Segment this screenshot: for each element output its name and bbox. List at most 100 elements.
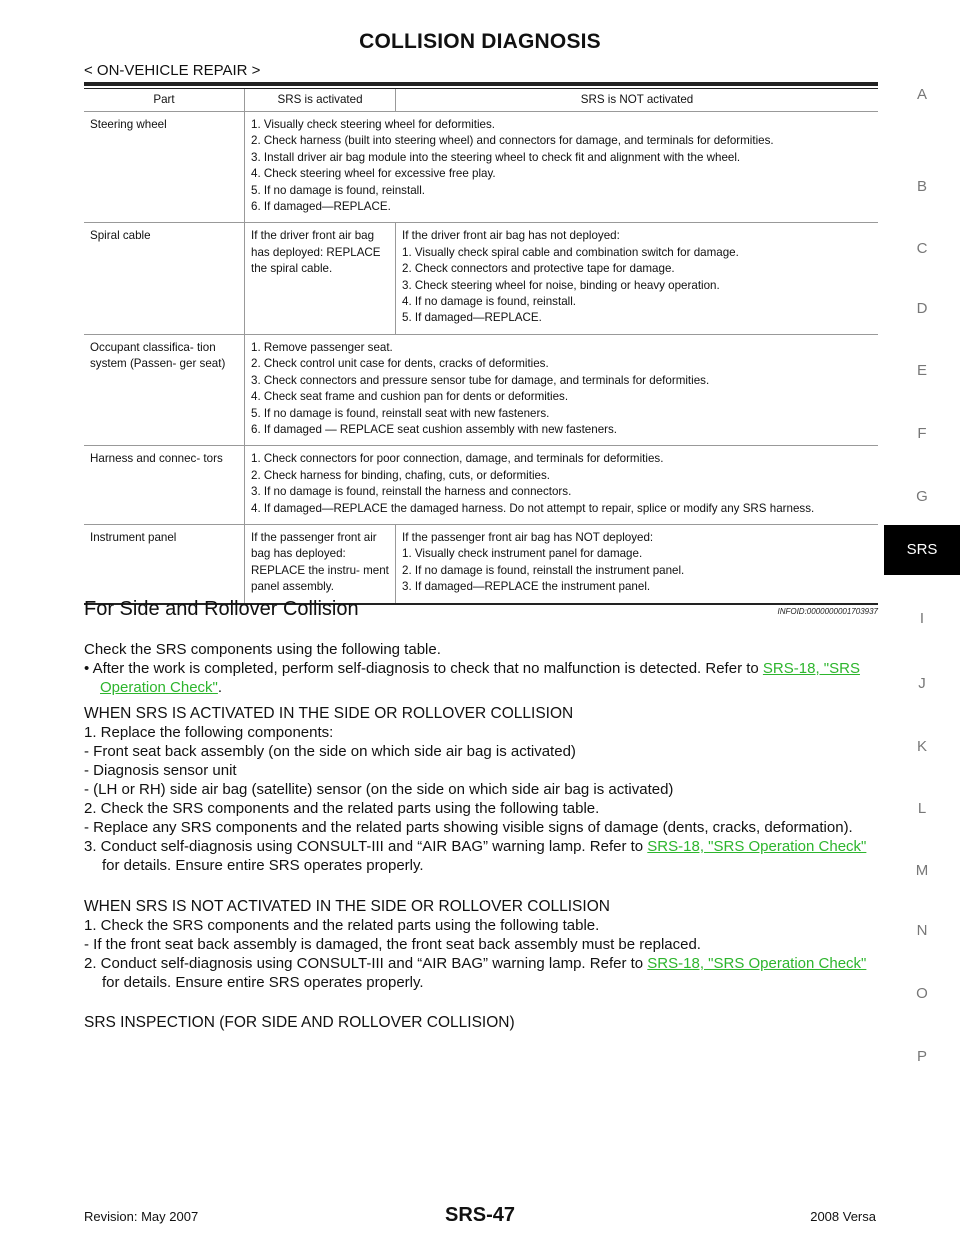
- srs-operation-check-link[interactable]: SRS-18, "SRS Operation Check": [647, 955, 867, 972]
- side-index-letter: K: [916, 738, 927, 755]
- step-item: 2. Check connectors and protective tape …: [402, 262, 675, 276]
- side-index-letter: N: [916, 922, 928, 939]
- activated-block: WHEN SRS IS ACTIVATED IN THE SIDE OR ROL…: [84, 704, 878, 875]
- header-rule: [84, 82, 878, 86]
- step-3-text: 3. Conduct self-diagnosis using CONSULT-…: [84, 838, 648, 855]
- table-row: Occupant classifica- tion system (Passen…: [84, 334, 878, 447]
- steps-cell: If the passenger front air bag has NOT d…: [395, 524, 878, 605]
- step-item: 2. Check harness (built into steering wh…: [251, 134, 774, 148]
- step-item: 4. If damaged—REPLACE the damaged harnes…: [251, 501, 815, 515]
- step-item: 3. If no damage is found, reinstall the …: [251, 485, 572, 499]
- step-item: 3. Install driver air bag module into th…: [251, 150, 741, 164]
- not-activated-intro: If the driver front air bag has not depl…: [402, 229, 620, 243]
- part-cell: Occupant classifica- tion system (Passen…: [84, 334, 245, 447]
- steps-cell: If the driver front air bag has not depl…: [395, 222, 878, 335]
- info-id: INFOID:0000000001703937: [777, 607, 878, 616]
- page-number: SRS-47: [444, 1204, 516, 1226]
- part-cell: Spiral cable: [84, 222, 245, 335]
- side-index-letter: D: [916, 300, 928, 317]
- section-title: For Side and Rollover Collision: [84, 598, 359, 620]
- step-item: 5. If no damage is found, reinstall seat…: [251, 406, 550, 420]
- side-index-letter: O: [916, 985, 928, 1002]
- step-item: 5. If damaged—REPLACE.: [402, 311, 542, 325]
- side-index-letter: J: [918, 675, 926, 692]
- step-item: 4. If no damage is found, reinstall.: [402, 295, 577, 309]
- step-item: 1. Check connectors for poor connection,…: [251, 452, 664, 466]
- step-item: 6. If damaged — REPLACE seat cushion ass…: [251, 422, 618, 436]
- procedure-line: - (LH or RH) side air bag (satellite) se…: [84, 781, 674, 798]
- srs-inspection-table: Part SRS is activated SRS is NOT activat…: [84, 89, 878, 605]
- procedure-line: - If the front seat back assembly is dam…: [84, 936, 701, 953]
- activated-cell: If the passenger front air bag has deplo…: [244, 524, 396, 605]
- column-header-not-activated: SRS is NOT activated: [395, 89, 878, 112]
- activated-cell: If the driver front air bag has deployed…: [244, 222, 396, 335]
- step-item: 1. Visually check spiral cable and combi…: [402, 245, 739, 259]
- step-item: 1. Visually check instrument panel for d…: [402, 547, 643, 561]
- side-index-letter: C: [916, 240, 928, 257]
- side-index-letter: B: [916, 178, 927, 195]
- srs-operation-check-link[interactable]: SRS-18, "SRS Operation Check": [100, 660, 860, 696]
- side-index-letter: I: [919, 610, 925, 627]
- step-item: 2. Check harness for binding, chafing, c…: [251, 468, 551, 482]
- not-activated-intro: If the passenger front air bag has NOT d…: [402, 530, 654, 544]
- inspection-block: SRS INSPECTION (FOR SIDE AND ROLLOVER CO…: [84, 1013, 878, 1032]
- step-item: 4. Check steering wheel for excessive fr…: [251, 167, 496, 181]
- procedure-line: - Diagnosis sensor unit: [84, 762, 237, 779]
- procedure-line: 1. Replace the following components:: [84, 724, 334, 741]
- procedure-line: - Replace any SRS components and the rel…: [84, 819, 853, 836]
- not-activated-step-2: 2. Conduct self-diagnosis using CONSULT-…: [84, 954, 878, 992]
- srs-operation-check-link[interactable]: SRS-18, "SRS Operation Check": [647, 838, 867, 855]
- not-activated-block: WHEN SRS IS NOT ACTIVATED IN THE SIDE OR…: [84, 897, 878, 992]
- intro-text: Check the SRS components using the follo…: [84, 641, 441, 658]
- activated-step-3: 3. Conduct self-diagnosis using CONSULT-…: [84, 837, 878, 875]
- step-item: 1. Remove passenger seat.: [251, 340, 393, 354]
- section-breadcrumb: < ON-VEHICLE REPAIR >: [84, 62, 261, 79]
- step-item: 2. Check control unit case for dents, cr…: [251, 357, 549, 371]
- procedure-line: - Front seat back assembly (on the side …: [84, 743, 576, 760]
- side-index-letter: M: [915, 862, 929, 879]
- steps-cell: 1. Check connectors for poor connection,…: [244, 445, 878, 525]
- step-2-text: 2. Conduct self-diagnosis using CONSULT-…: [84, 955, 648, 972]
- step-2-end: for details. Ensure entire SRS operates …: [102, 974, 424, 991]
- step-item: 3. Check connectors and pressure sensor …: [251, 373, 710, 387]
- step-item: 6. If damaged—REPLACE.: [251, 200, 391, 214]
- step-item: 5. If no damage is found, reinstall.: [251, 183, 426, 197]
- part-cell: Harness and connec- tors: [84, 445, 245, 525]
- activated-heading: WHEN SRS IS ACTIVATED IN THE SIDE OR ROL…: [84, 705, 574, 722]
- header-rule-thin: [84, 88, 878, 89]
- step-item: 4. Check seat frame and cushion pan for …: [251, 390, 569, 404]
- side-index-letter: P: [916, 1048, 927, 1065]
- model-text: 2008 Versa: [810, 1209, 876, 1224]
- column-header-part: Part: [84, 89, 245, 112]
- steps-cell: 1. Visually check steering wheel for def…: [244, 111, 878, 224]
- revision-text: Revision: May 2007: [84, 1209, 199, 1224]
- step-item: 2. If no damage is found, reinstall the …: [402, 563, 685, 577]
- step-3-end: for details. Ensure entire SRS operates …: [102, 857, 424, 874]
- side-index-letter: E: [916, 362, 927, 379]
- table-row: Steering wheel 1. Visually check steering…: [84, 111, 878, 224]
- page-title: COLLISION DIAGNOSIS: [359, 30, 601, 53]
- side-index-letter: A: [916, 86, 927, 103]
- step-item: 3. Check steering wheel for noise, bindi…: [402, 278, 720, 292]
- table-row: Harness and connec- tors 1. Check connect…: [84, 445, 878, 525]
- steps-cell: 1. Remove passenger seat. 2. Check contro…: [244, 334, 878, 447]
- procedure-line: 1. Check the SRS components and the rela…: [84, 917, 600, 934]
- column-header-activated: SRS is activated: [244, 89, 396, 112]
- part-cell: Instrument panel: [84, 524, 245, 605]
- part-cell: Steering wheel: [84, 111, 245, 224]
- not-activated-heading: WHEN SRS IS NOT ACTIVATED IN THE SIDE OR…: [84, 898, 610, 915]
- intro-block: Check the SRS components using the follo…: [84, 640, 878, 697]
- side-index-letter: SRS: [884, 525, 960, 575]
- procedure-line: 2. Check the SRS components and the rela…: [84, 800, 600, 817]
- bullet-text: • After the work is completed, perform s…: [84, 660, 763, 677]
- bullet-item: • After the work is completed, perform s…: [84, 659, 878, 697]
- step-item: 1. Visually check steering wheel for def…: [251, 118, 496, 131]
- bullet-end: .: [217, 679, 223, 696]
- side-index-letter: L: [917, 800, 927, 817]
- side-index-letter: F: [917, 425, 927, 442]
- step-item: 3. If damaged—REPLACE the instrument pan…: [402, 580, 651, 594]
- inspection-heading: SRS INSPECTION (FOR SIDE AND ROLLOVER CO…: [84, 1014, 515, 1031]
- side-index-letter: G: [916, 488, 928, 505]
